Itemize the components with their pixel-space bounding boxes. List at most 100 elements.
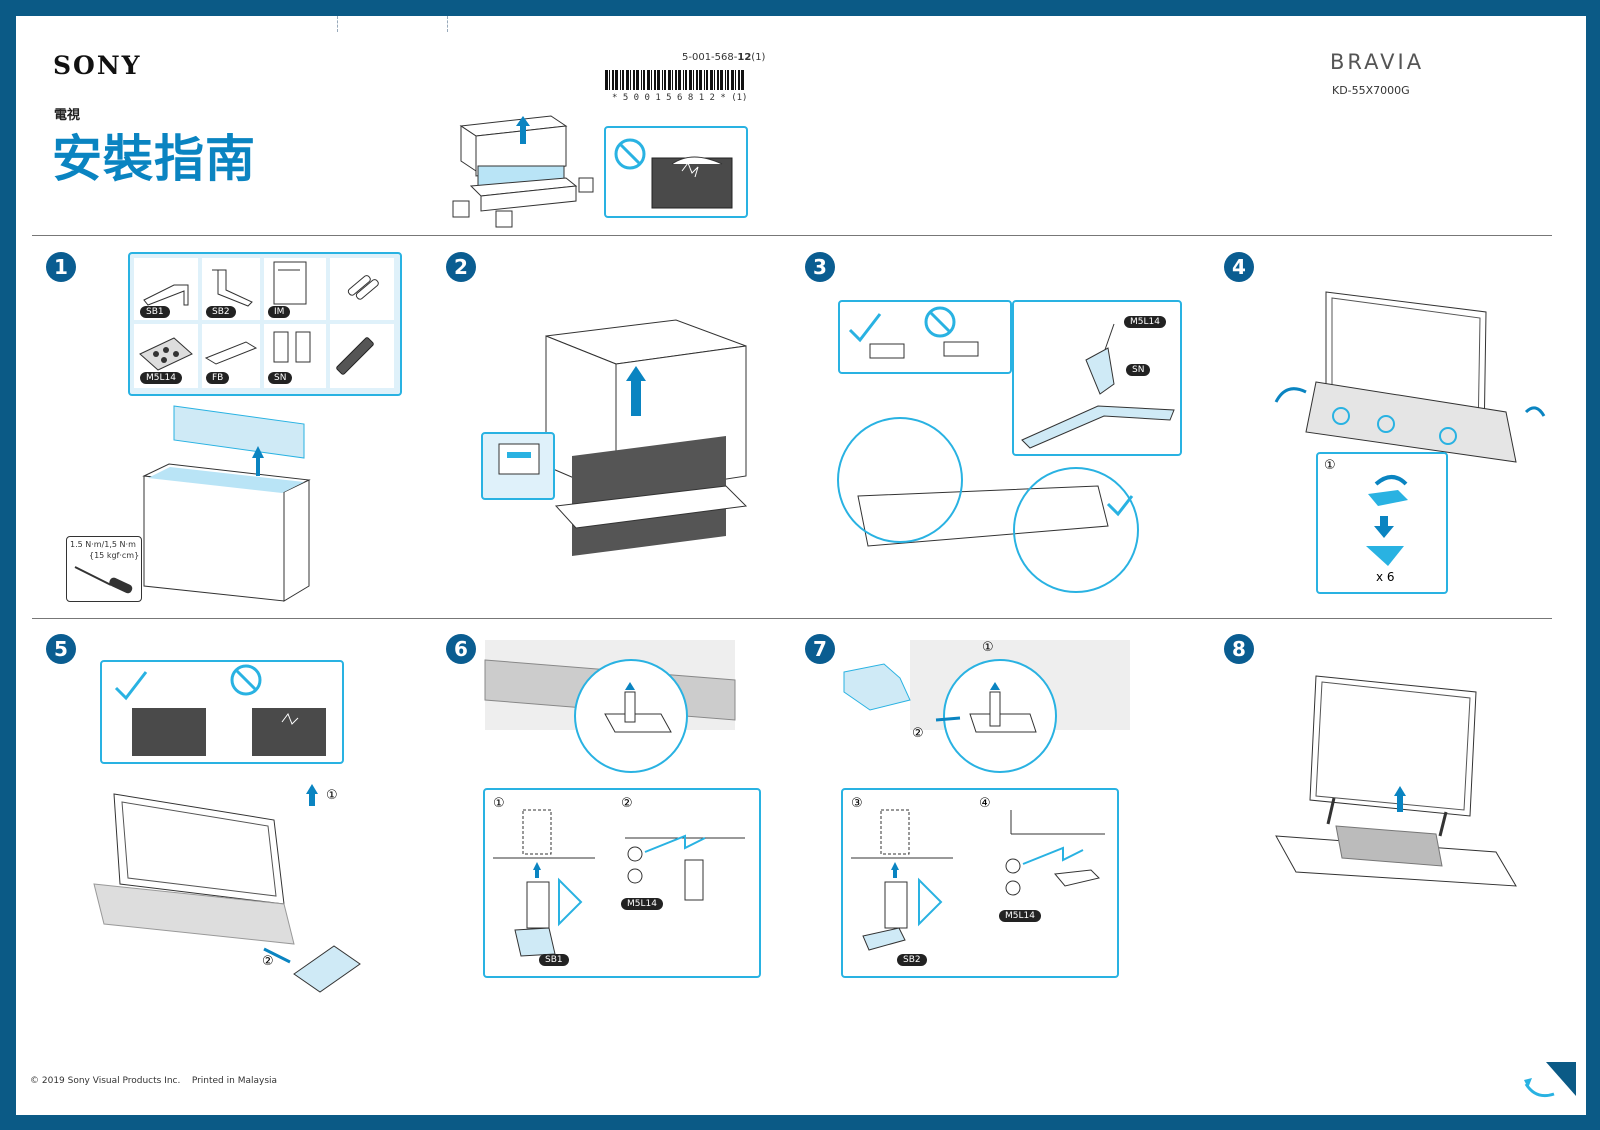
barcode-bar	[651, 70, 652, 90]
barcode-digits: * 5 0 0 1 5 6 8 1 2 * (1)	[612, 93, 748, 103]
clip-removal-illustration	[1366, 475, 1408, 566]
step-4-badge: 4	[1224, 252, 1254, 282]
part-batteries	[330, 258, 394, 320]
step-5-illustration	[93, 784, 361, 993]
clip-release-icon	[498, 443, 540, 475]
barcode-bar	[609, 70, 610, 90]
warning-icon	[918, 877, 943, 927]
barcode-bar	[612, 70, 614, 90]
step-2-illustration	[545, 319, 748, 556]
step-7-badge: 7	[805, 634, 835, 664]
step-3-badge: 3	[805, 252, 835, 282]
parts-list: SB1 SB2 IM M5L14 FB SN	[128, 252, 402, 396]
battery-icon	[347, 275, 379, 300]
doc-number: 5-001-568-12(1)	[682, 52, 766, 63]
step-6-badge: 6	[446, 634, 476, 664]
barcode-bar	[636, 70, 639, 90]
step-5-check-box	[100, 660, 344, 764]
sony-logo: SONY	[53, 51, 142, 80]
barcode-bar	[725, 70, 726, 90]
part-sb2: SB2	[202, 258, 260, 320]
barcode-bar	[735, 70, 736, 90]
barcode-bar	[689, 70, 692, 90]
barcode-bar	[622, 70, 624, 90]
barcode-bar	[741, 70, 744, 90]
stand-base-icon	[143, 284, 189, 306]
barcode-bar	[685, 70, 687, 90]
prohibit-icon	[230, 664, 262, 696]
remote-control-icon	[336, 337, 374, 375]
barcode-bar	[654, 70, 656, 90]
manual-icon	[273, 261, 307, 305]
step-3-stand-box: M5L14 SN	[1012, 300, 1182, 456]
step-7-detail: ③ ④ M5L14 SB2	[841, 788, 1119, 978]
step-7-marker-1: ①	[982, 640, 994, 655]
bracket-icon	[204, 341, 258, 365]
turn-page-icon	[1524, 1062, 1576, 1098]
step-6-illustration	[484, 640, 736, 773]
barcode-bar	[693, 70, 694, 90]
barcode-bar	[626, 70, 629, 90]
correct-vs-wrong-grip	[114, 664, 326, 756]
screwdriver-icon	[74, 566, 133, 594]
barcode-bar	[706, 70, 708, 90]
check-icon	[1106, 495, 1134, 517]
step-4-detail: ① x 6	[1316, 452, 1448, 594]
step-7-marker-2: ②	[912, 726, 924, 741]
step-4-illustration	[1274, 291, 1546, 463]
barcode-bar	[664, 70, 666, 90]
barcode-bar	[657, 70, 660, 90]
part-sb1: SB1	[134, 258, 198, 320]
barcode-bar	[710, 70, 713, 90]
divider	[32, 235, 1552, 236]
check-icon	[848, 313, 882, 343]
prohibit-icon	[614, 138, 646, 170]
barcode-bar	[696, 70, 698, 90]
step-5-marker-2: ②	[262, 954, 274, 969]
step-6-detail: ① ② M5L14 SB1	[483, 788, 761, 978]
stand-neck-icon	[273, 331, 311, 363]
part-m5l14: M5L14	[134, 324, 198, 388]
barcode-bar	[633, 70, 635, 90]
step-5-badge: 5	[46, 634, 76, 664]
base-attach-illustration	[851, 809, 1105, 951]
step-2-detail	[481, 432, 555, 500]
barcode-bar	[731, 70, 734, 90]
barcode-bar	[641, 70, 642, 90]
screws-icon	[139, 337, 193, 371]
copyright: © 2019 Sony Visual Products Inc. Printed…	[30, 1076, 278, 1086]
step-1-badge: 1	[46, 252, 76, 282]
barcode-bar	[727, 70, 729, 90]
step-8-badge: 8	[1224, 634, 1254, 664]
barcode-bar	[630, 70, 631, 90]
barcode-bar	[678, 70, 681, 90]
barcode-bar	[699, 70, 702, 90]
warning-icon	[558, 877, 583, 927]
part-sn: SN	[264, 324, 326, 388]
barcode-bar	[662, 70, 663, 90]
page-subtitle: 電視	[54, 108, 81, 123]
barcode-bar	[717, 70, 719, 90]
bravia-logo: BRAVIA	[1330, 50, 1425, 74]
unboxing-illustration	[452, 115, 594, 228]
barcode-bar	[620, 70, 621, 90]
warning-box-screen	[604, 126, 748, 218]
check-icon	[114, 671, 148, 701]
barcode-bar	[647, 70, 650, 90]
step-3-illustration	[837, 417, 1139, 593]
step-8-illustration	[1275, 675, 1517, 887]
barcode	[605, 70, 744, 90]
barcode-bar	[714, 70, 715, 90]
part-remote	[330, 324, 394, 388]
barcode-bar	[704, 70, 705, 90]
part-im: IM	[264, 258, 326, 320]
torque-box: 1.5 N·m/1,5 N·m {15 kgf·cm}	[66, 536, 142, 602]
fold-line	[337, 16, 338, 32]
step-2-badge: 2	[446, 252, 476, 282]
divider	[32, 618, 1552, 619]
step-1-illustration	[142, 405, 311, 602]
barcode-bar	[672, 70, 673, 90]
correct-vs-wrong-illustration	[848, 306, 979, 359]
barcode-bar	[605, 70, 608, 90]
model-number: KD-55X7000G	[1332, 84, 1410, 97]
